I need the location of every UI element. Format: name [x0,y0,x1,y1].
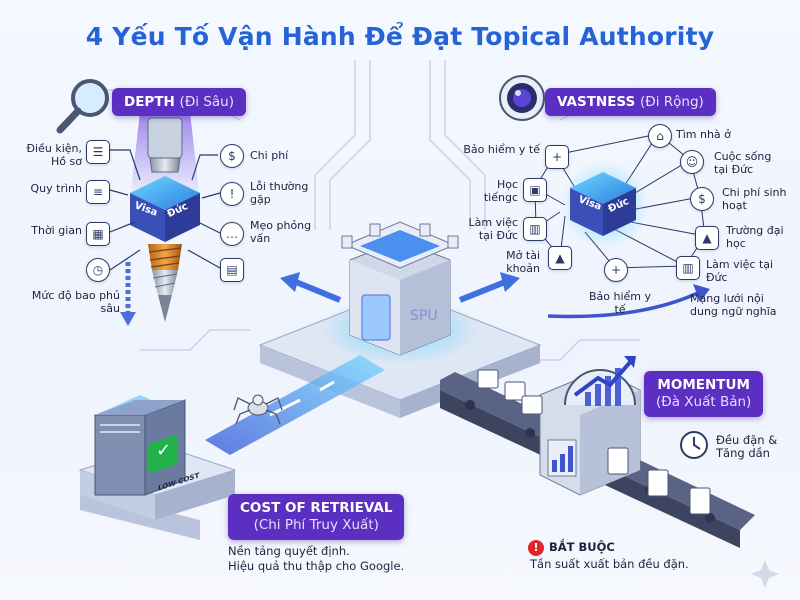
page-title: 4 Yếu Tố Vận Hành Để Đạt Topical Authori… [85,22,715,51]
camera-lens-icon [499,75,545,121]
depth-drill [109,112,221,326]
book-icon: ▣ [523,178,547,202]
people-icon: ☺ [680,150,704,174]
briefcase-icon: ▥ [523,217,547,241]
momentum-label: MOMENTUM [657,377,750,393]
depth-item-6: Mẹo phỏng vấn [250,219,312,245]
chat-icon: ▤ [220,258,244,282]
university-icon: ▲ [695,226,719,250]
depth-axis-label: Mức độ bao phủ sâu [31,289,120,315]
gauge [564,356,636,406]
depth-sub: (Đi Sâu) [179,94,234,110]
calendar-icon [477,369,543,415]
briefcase-icon: ▥ [676,256,700,280]
vast-item-l3: Làm việc tại Đức [468,216,518,242]
required-text: Tần suất xuất bản đều đặn. [530,557,689,571]
required-label: BẮT BUỘC [549,540,615,554]
network-arrow [547,290,701,319]
clock-icon [680,431,708,459]
vast-item-l2: Học tiếngc [483,178,518,204]
speech-bubble-icon: … [220,222,244,246]
spider-icon [233,394,283,425]
depth-label: DEPTH [124,94,175,110]
bar-chart-icon [552,446,573,472]
momentum-clock-label: Đều đặn & Tăng dần [716,433,778,460]
calendar-icon: ▦ [86,222,110,246]
bank-icon: ▲ [548,246,572,270]
depth-pill: DEPTH (Đi Sâu) [112,88,246,116]
vastness-pill: VASTNESS (Đi Rộng) [545,88,716,116]
warning-icon: ! [528,540,544,556]
clock-icon: ◷ [86,258,110,282]
vast-item-r2: Cuộc sống tại Đức [714,150,772,176]
momentum-sub: (Đà Xuất Bản) [656,394,752,410]
depth-item-5: Lỗi thường gặp [250,180,309,206]
momentum-pill: MOMENTUM (Đà Xuất Bản) [644,371,764,417]
magnifier-icon [56,79,109,134]
castle-tower: SPU [341,221,459,356]
cost-note-2: Hiệu quả thu thập cho Google. [228,559,405,573]
cost-sub: (Chi Phí Truy Xuất) [253,517,379,533]
server [78,395,237,540]
house-icon: ⌂ [648,124,672,148]
depth-item-3: Thời gian [31,224,82,237]
vast-item-l5: Bảo hiểm y tế [588,290,652,316]
vast-item-r3: Chi phí sinh hoạt [722,186,787,212]
vast-item-l4: Mở tài khoản [506,249,540,275]
checkmark-icon: ✓ [156,440,172,461]
wallet-icon: $ [690,187,714,211]
document-icon [607,447,711,515]
arrow-left [294,279,342,303]
svg-text:SPU: SPU [410,308,438,324]
retrieval-path [205,355,385,455]
document-icon: ☰ [86,140,110,164]
cost-note-1: Nền tảng quyết định. [228,544,350,558]
shield-plus-icon: + [604,258,628,282]
warning-icon: ! [220,182,244,206]
vast-item-r4: Trường đại học [726,224,784,250]
list-icon: ≡ [86,180,110,204]
vastness-cube [561,161,649,249]
depth-item-4: Chi phí [250,149,289,162]
depth-item-1: Điều kiện, Hồ sơ [26,142,82,168]
cost-label: COST OF RETRIEVAL [240,500,393,516]
vast-network-label: Mạng lưới nội dung ngữ nghĩa [690,292,777,318]
vast-item-r5: Làm việc tại Đức [706,258,774,284]
medical-icon: + [545,145,569,169]
arrow-right [458,279,507,303]
depth-item-2: Quy trình [30,182,82,195]
vast-item-r1: Tìm nhà ở [676,128,731,141]
money-bag-icon: $ [220,144,244,168]
vastness-sub: (Đi Rộng) [639,94,704,110]
vast-item-l1: Bảo hiểm y tế [463,143,540,156]
vastness-label: VASTNESS [557,94,636,110]
cost-pill: COST OF RETRIEVAL (Chi Phí Truy Xuất) [228,494,405,540]
